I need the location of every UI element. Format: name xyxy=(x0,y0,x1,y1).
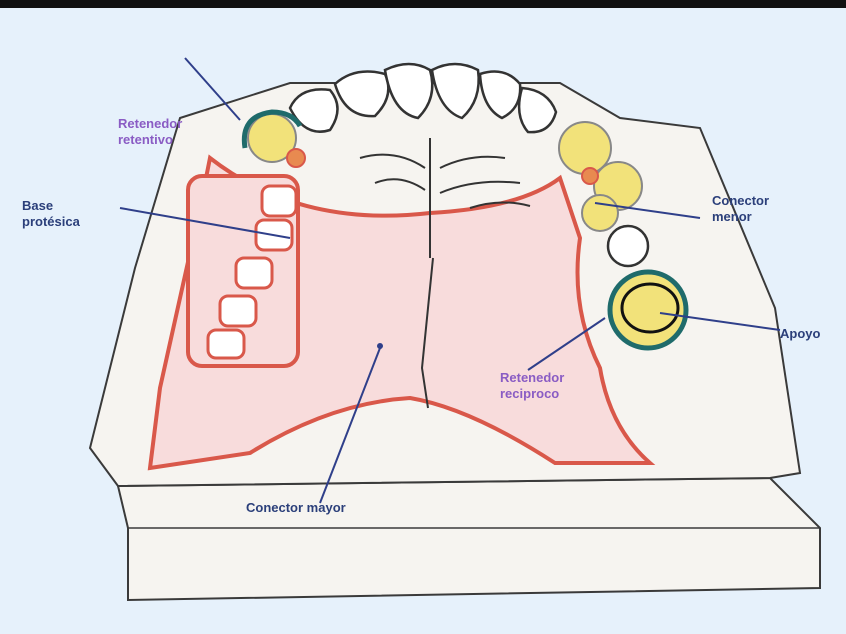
cast-base-front xyxy=(118,478,820,600)
artificial-tooth xyxy=(220,296,256,326)
natural-tooth xyxy=(608,226,648,266)
artificial-tooth xyxy=(262,186,296,216)
minor-connector-joint xyxy=(582,168,598,184)
rest-left xyxy=(287,149,305,167)
dental-diagram xyxy=(0,8,846,634)
label-conector-menor: Conector menor xyxy=(712,193,769,225)
label-apoyo: Apoyo xyxy=(780,326,820,342)
artificial-tooth xyxy=(208,330,244,358)
label-retenedor-reciproco: Retenedor reciproco xyxy=(500,370,564,402)
label-conector-mayor: Conector mayor xyxy=(246,500,346,516)
label-base-protesica: Base protésica xyxy=(22,198,80,230)
artificial-tooth xyxy=(236,258,272,288)
conector-mayor-point xyxy=(377,343,383,349)
label-retenedor-retentivo: Retenedor retentivo xyxy=(118,116,182,148)
abutment-right-lower xyxy=(582,195,618,231)
